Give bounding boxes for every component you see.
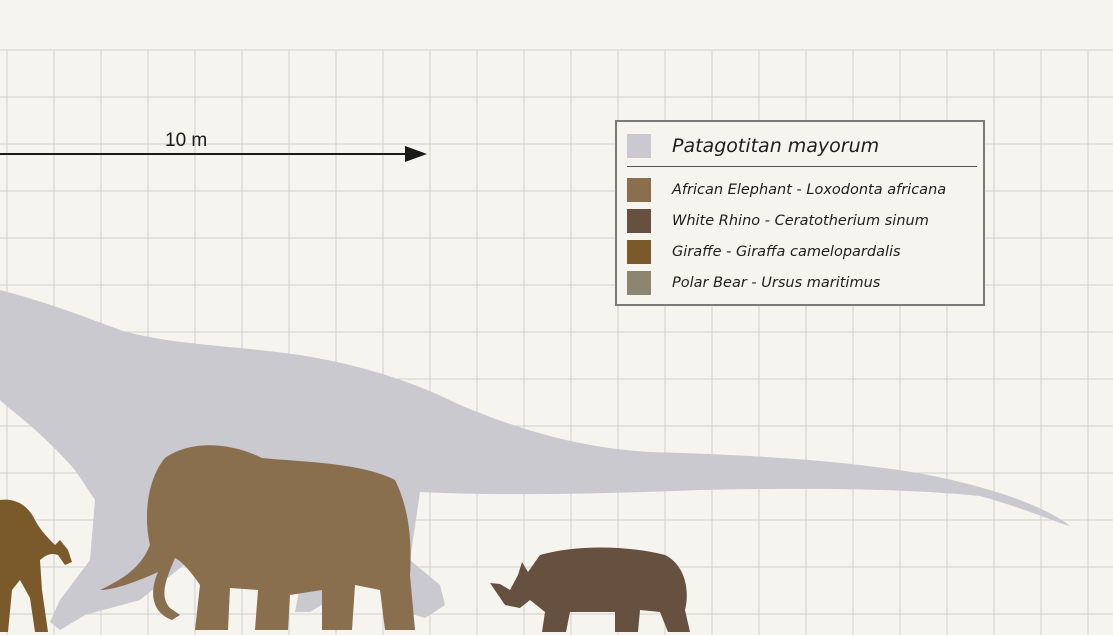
scale-bar-label: 10 m (165, 130, 207, 151)
legend-item-label: White Rhino - Ceratotherium sinum (672, 211, 929, 231)
legend: Patagotitan mayorum African Elephant - L… (615, 120, 985, 306)
rhino-silhouette (490, 548, 690, 633)
legend-item-label: African Elephant - Loxodonta africana (672, 180, 946, 200)
elephant-swatch (627, 178, 651, 202)
legend-item-polar-bear: Polar Bear - Ursus maritimus (627, 271, 977, 295)
legend-item-label: Polar Bear - Ursus maritimus (672, 273, 880, 293)
legend-header: Patagotitan mayorum (627, 132, 977, 166)
legend-item-label: Giraffe - Giraffa camelopardalis (672, 242, 901, 262)
rhino-swatch (627, 209, 651, 233)
legend-item-elephant: African Elephant - Loxodonta africana (627, 178, 977, 202)
legend-divider (627, 166, 977, 167)
scale-bar-arrowhead (405, 146, 427, 162)
polar-bear-swatch (627, 271, 651, 295)
patagotitan-swatch (627, 134, 651, 158)
legend-item-rhino: White Rhino - Ceratotherium sinum (627, 209, 977, 233)
legend-header-label: Patagotitan mayorum (672, 134, 879, 158)
giraffe-swatch (627, 240, 651, 264)
legend-item-giraffe: Giraffe - Giraffa camelopardalis (627, 240, 977, 264)
